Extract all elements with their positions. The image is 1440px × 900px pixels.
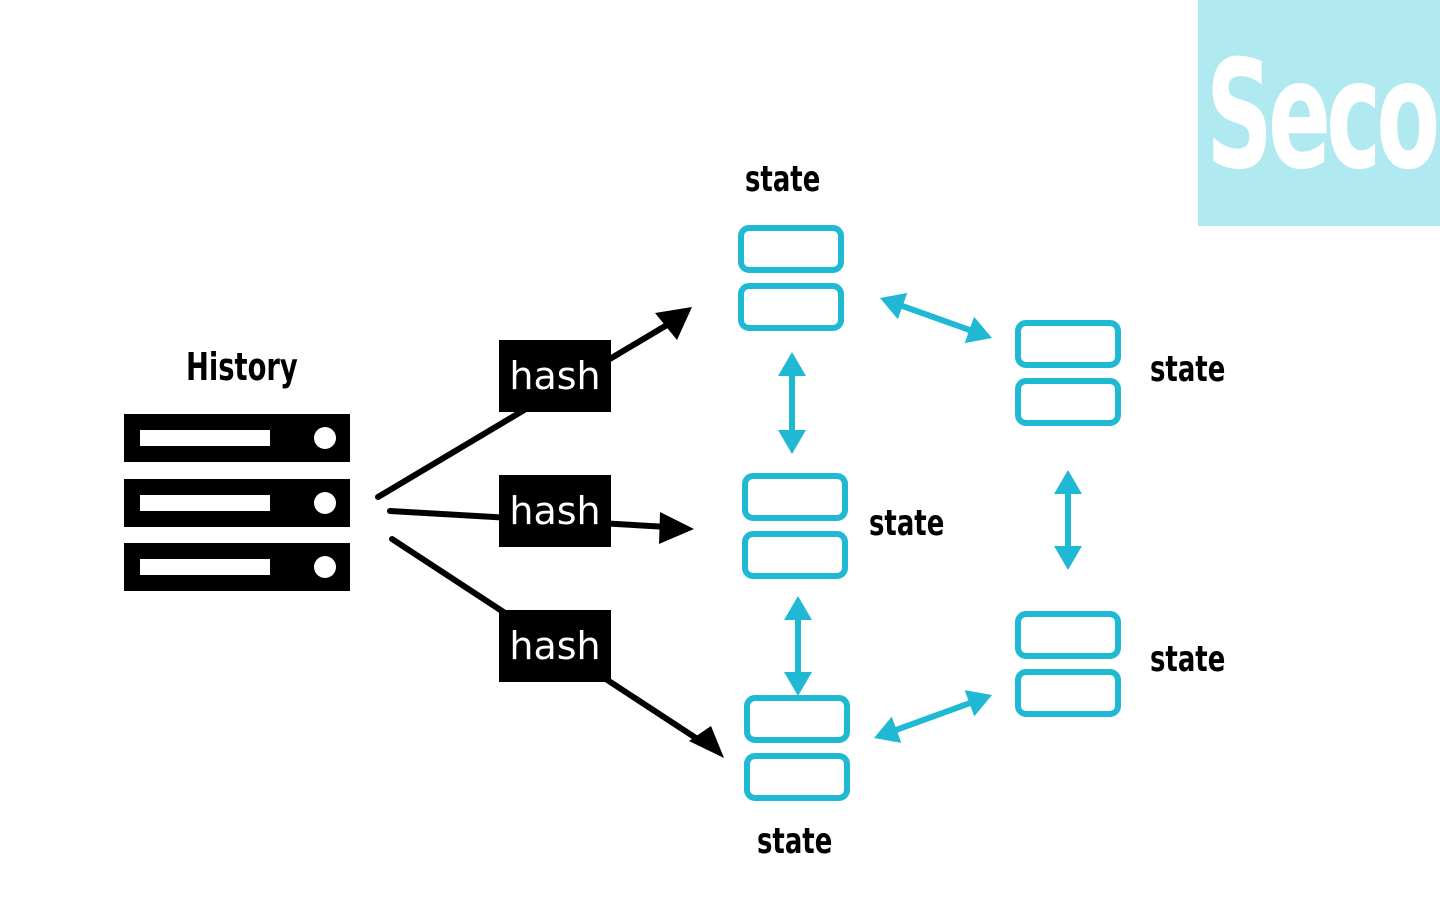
bidirectional-arrow-icon <box>1054 470 1082 570</box>
corner-title-text: Seco <box>1206 29 1440 203</box>
database-state-icon <box>744 695 850 801</box>
hash-label-middle: hash <box>499 475 611 547</box>
database-state-icon <box>1015 320 1121 426</box>
bidirectional-arrow-icon <box>784 596 812 696</box>
hash-label-bottom: hash <box>499 610 611 682</box>
bidirectional-arrow-icon <box>874 690 992 743</box>
bidirectional-arrow-icon <box>778 352 806 454</box>
state-label-bottom: state <box>757 821 833 862</box>
arrow-right-icon <box>655 307 692 340</box>
arrow-right-icon <box>659 512 694 544</box>
hash-label-top: hash <box>499 340 611 412</box>
database-state-icon <box>1015 611 1121 717</box>
state-icons-group <box>738 225 1121 801</box>
database-state-icon <box>742 473 848 579</box>
history-label: History <box>186 345 298 389</box>
database-state-icon <box>738 225 844 331</box>
sync-arrows-group <box>778 292 1082 743</box>
state-label-right-top: state <box>1150 349 1226 390</box>
state-label-right-bottom: state <box>1150 639 1226 680</box>
state-label-middle: state <box>869 503 945 544</box>
arrow-right-icon <box>689 726 724 758</box>
server-rack-icon <box>124 414 350 591</box>
bidirectional-arrow-icon <box>880 292 992 344</box>
state-label-top: state <box>745 159 821 200</box>
corner-title-banner: Seco <box>1198 0 1440 226</box>
